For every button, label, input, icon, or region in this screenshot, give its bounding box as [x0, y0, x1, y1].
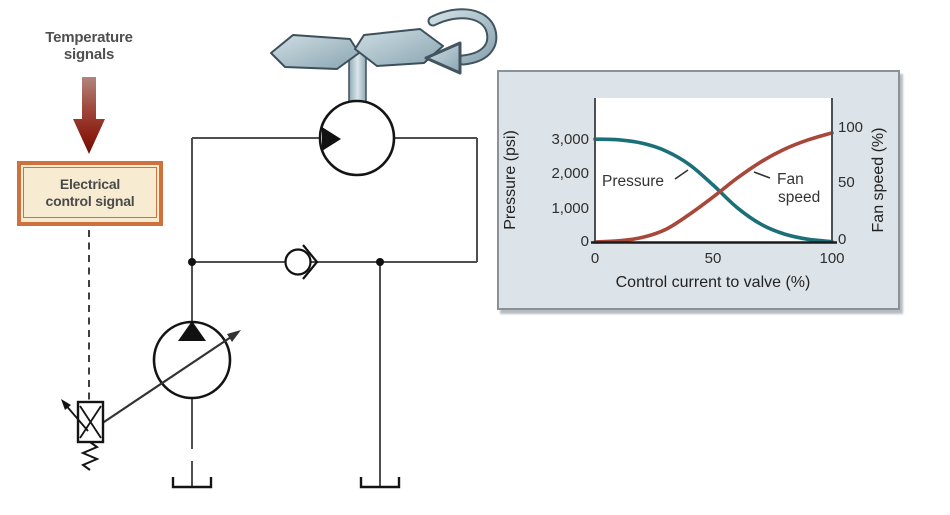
spring-icon — [80, 441, 100, 471]
left-tick-3000: 3,000 — [551, 131, 589, 148]
pressure-curve-label: Pressure — [602, 173, 664, 190]
variable-pump-symbol — [152, 320, 232, 400]
right-tick-100: 100 — [838, 119, 863, 136]
fan-speed-curve — [593, 131, 834, 244]
x-tick-0: 0 — [591, 250, 599, 267]
junction-dot-right — [376, 258, 384, 266]
temperature-signals-label: Temperature signals — [45, 29, 133, 64]
curves-group — [593, 131, 834, 244]
junction-dot-left — [188, 258, 196, 266]
hydraulic-lines — [191, 137, 478, 487]
right-axis-title: Fan speed (%) — [870, 128, 887, 233]
plot-area — [595, 98, 832, 242]
displacement-arrow-icon — [100, 330, 241, 425]
temperature-arrow-icon — [73, 77, 105, 154]
electrical-box-inner: Electrical control signal — [23, 167, 157, 218]
tank-symbol-left — [171, 477, 213, 489]
pressure-leader-line — [674, 169, 689, 180]
chart: 3,000 2,000 1,000 0 100 50 0 0 50 100 Co… — [502, 98, 887, 291]
fan-motor-symbol — [318, 99, 396, 177]
tank-symbol-right — [359, 477, 401, 489]
x-tick-100: 100 — [819, 250, 844, 267]
electrical-box-label: Electrical control signal — [45, 175, 135, 209]
left-tick-2000: 2,000 — [551, 165, 589, 182]
proportional-valve-symbol — [61, 399, 105, 471]
left-axis-title: Pressure (psi) — [502, 130, 519, 230]
rotation-arrow-icon — [424, 8, 498, 75]
pressure-curve — [593, 137, 834, 244]
fan-speed-label-line1: Fan — [777, 171, 804, 188]
electrical-control-signal-box: Electrical control signal — [17, 161, 163, 226]
right-tick-0: 0 — [838, 231, 846, 248]
fan-speed-label-line2: speed — [778, 189, 820, 206]
left-tick-1000: 1,000 — [551, 200, 589, 217]
chart-panel: 3,000 2,000 1,000 0 100 50 0 0 50 100 Co… — [497, 70, 900, 310]
fan-leader-line — [753, 171, 771, 179]
check-valve-symbol — [284, 244, 319, 280]
fan-blades-icon — [270, 28, 444, 104]
x-axis-title: Control current to valve (%) — [616, 274, 811, 291]
left-tick-0: 0 — [581, 233, 589, 250]
x-tick-50: 50 — [705, 250, 722, 267]
right-tick-50: 50 — [838, 174, 855, 191]
